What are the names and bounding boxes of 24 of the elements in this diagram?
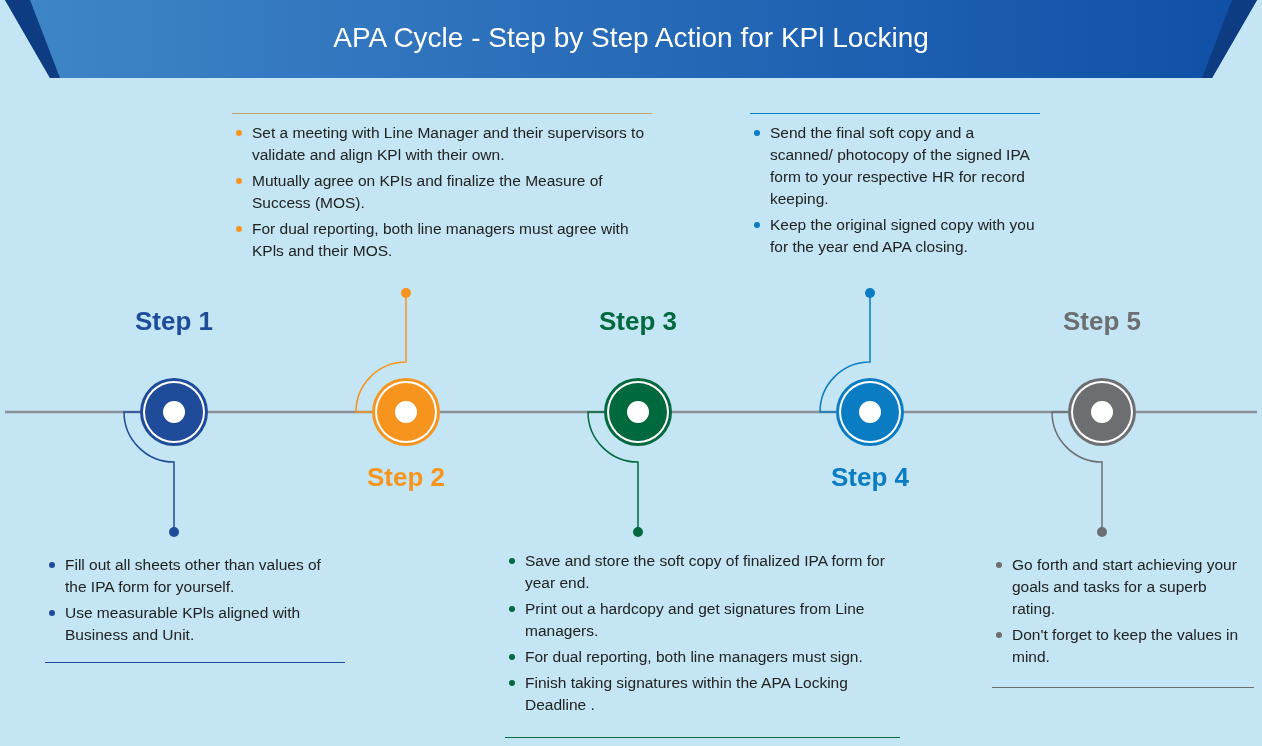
step-label: Step 2 — [367, 462, 445, 493]
leader-line — [1051, 411, 1107, 537]
leader-line — [819, 288, 875, 413]
step-label: Step 3 — [599, 306, 677, 337]
bullet-text: Mutually agree on KPIs and finalize the Measure of Success (MOS). — [252, 171, 604, 213]
leader-line — [123, 411, 179, 537]
step-label: Step 1 — [135, 306, 213, 337]
bullet-text: Print out a hardcopy and get signatures from Line managers. — [525, 599, 866, 641]
bullet-text: Set a meeting with Line Manager and their supervisors to validate and align KPl with their own. — [252, 123, 646, 165]
title: APA Cycle - Step by Step Action for KPl Locking — [333, 22, 929, 53]
leader-line — [587, 411, 643, 537]
step-label: Step 5 — [1063, 306, 1141, 337]
bullet-text: Fill out all sheets other than values of the IPA form for yourself. — [65, 555, 322, 597]
bullet-text: Don't forget to keep the values in mind. — [1012, 625, 1240, 667]
bullet-text: Keep the original signed copy with you for the year end APA closing. — [770, 215, 1036, 257]
bullet-text: Go forth and start achieving your goals and tasks for a superb rating. — [1012, 555, 1238, 619]
bullet-text: Save and store the soft copy of finalized IPA form for year end. — [525, 551, 886, 593]
leader-line — [355, 288, 411, 413]
bullet-text: Use measurable KPls aligned with Business and Unit. — [65, 603, 302, 645]
bullet-text: For dual reporting, both line managers must agree with KPls and their MOS. — [252, 219, 630, 261]
bullet-text: Finish taking signatures within the APA Locking Deadline . — [525, 673, 849, 715]
step-label: Step 4 — [831, 462, 909, 493]
bullet-text: For dual reporting, both line managers must sign. — [525, 647, 864, 667]
bullet-text: Send the final soft copy and a scanned/ photocopy of the signed IPA form to your respective HR for record keeping. — [770, 123, 1031, 209]
